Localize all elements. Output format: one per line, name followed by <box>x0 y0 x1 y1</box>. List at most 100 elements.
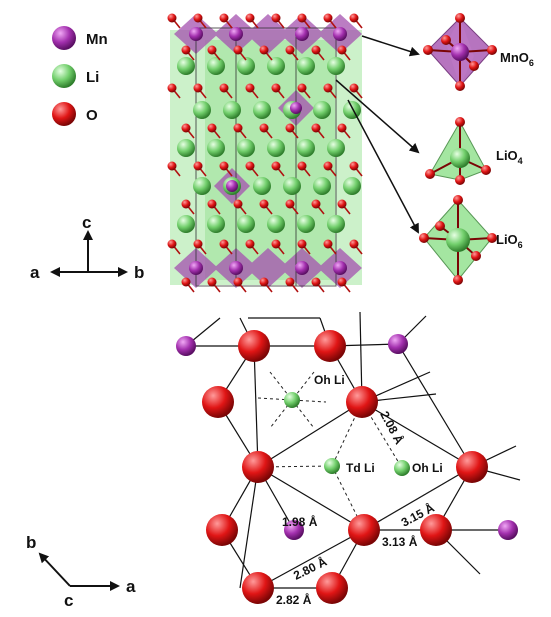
legend: Mn Li O <box>52 26 108 126</box>
o-atom <box>285 199 295 209</box>
mn-atom <box>284 520 304 540</box>
bottom-axis-c-label: c <box>64 591 73 610</box>
legend-li-label: Li <box>86 69 99 86</box>
o-atom <box>297 161 307 171</box>
li-atom <box>253 101 271 119</box>
o-atom <box>285 123 295 133</box>
legend-o-label: O <box>86 107 98 124</box>
o-atom <box>193 239 203 249</box>
o-atom <box>311 45 321 55</box>
o-atom <box>346 386 378 418</box>
o-atom <box>219 161 229 171</box>
o-atom <box>259 123 269 133</box>
li-atom <box>237 139 255 157</box>
crystal-structure <box>167 13 363 293</box>
o-atom <box>193 83 203 93</box>
li-atom <box>327 215 345 233</box>
o-atom <box>181 199 191 209</box>
o-atom <box>337 45 347 55</box>
mno6-label: MnO6 <box>500 50 534 68</box>
li-atom <box>237 57 255 75</box>
o-atom <box>349 83 359 93</box>
o-atom <box>233 123 243 133</box>
o-atom <box>233 199 243 209</box>
o-atom <box>242 451 274 483</box>
li-atom <box>327 139 345 157</box>
li-atom <box>207 139 225 157</box>
o-atom <box>271 161 281 171</box>
legend-o-atom <box>52 102 76 126</box>
o-atom <box>259 199 269 209</box>
o-atom <box>316 572 348 604</box>
o-atom <box>297 239 307 249</box>
lio6-octahedron <box>419 195 497 285</box>
o-atom <box>245 239 255 249</box>
o-atom <box>167 13 177 23</box>
o-atom <box>238 330 270 362</box>
o-atom <box>242 572 274 604</box>
o-atom <box>181 123 191 133</box>
li-atom <box>267 139 285 157</box>
li-atom <box>297 215 315 233</box>
o-atom <box>349 239 359 249</box>
o-atom <box>207 199 217 209</box>
legend-mn-atom <box>52 26 76 50</box>
li-atom <box>253 177 271 195</box>
o-atom <box>311 277 321 287</box>
o-atom <box>314 330 346 362</box>
mn-atom <box>176 336 196 356</box>
li-atom <box>193 101 211 119</box>
o-atom <box>245 161 255 171</box>
o-atom <box>233 277 243 287</box>
li-atom <box>207 215 225 233</box>
lio4-tetrahedron <box>425 117 491 185</box>
distance-2-08: 2.08 Å <box>377 408 407 447</box>
o-atom <box>349 161 359 171</box>
li-atom <box>297 57 315 75</box>
o-atom <box>193 13 203 23</box>
o-atom <box>323 161 333 171</box>
o-atom <box>207 45 217 55</box>
o-atom <box>297 13 307 23</box>
o-atom <box>337 199 347 209</box>
mn-atom <box>333 27 347 41</box>
mn-atom <box>189 261 203 275</box>
lio4-label: LiO4 <box>496 148 523 166</box>
mn-atom <box>226 180 238 192</box>
o-atom <box>219 83 229 93</box>
li-atom <box>207 57 225 75</box>
o-atom <box>285 45 295 55</box>
o-atom <box>349 13 359 23</box>
o-atom <box>181 45 191 55</box>
li-atom <box>267 215 285 233</box>
mn-atom <box>498 520 518 540</box>
o-atom <box>202 386 234 418</box>
o-atom <box>167 161 177 171</box>
o-atom <box>181 277 191 287</box>
mn-atom <box>295 27 309 41</box>
mn-atom <box>388 334 408 354</box>
o-atom <box>297 83 307 93</box>
oh-li-right-label: Oh Li <box>412 461 443 475</box>
distance-3-13: 3.13 Å <box>382 534 418 549</box>
li-atom <box>343 101 361 119</box>
li-atom <box>237 215 255 233</box>
o-atom <box>207 123 217 133</box>
o-atom <box>245 13 255 23</box>
top-axis-c-label: c <box>82 213 91 232</box>
o-atom <box>323 83 333 93</box>
legend-li-atom <box>52 64 76 88</box>
o-atom <box>207 277 217 287</box>
top-axis-a-label: a <box>30 263 40 282</box>
o-atom <box>348 514 380 546</box>
td-li-label: Td Li <box>346 461 375 475</box>
li-atom <box>297 139 315 157</box>
oh-li-top-label: Oh Li <box>314 373 345 387</box>
oh-li-atom <box>394 460 410 476</box>
td-li-atom <box>324 458 340 474</box>
top-axis-b-label: b <box>134 263 144 282</box>
o-atom <box>271 83 281 93</box>
o-atom <box>456 451 488 483</box>
mn-atom <box>229 261 243 275</box>
